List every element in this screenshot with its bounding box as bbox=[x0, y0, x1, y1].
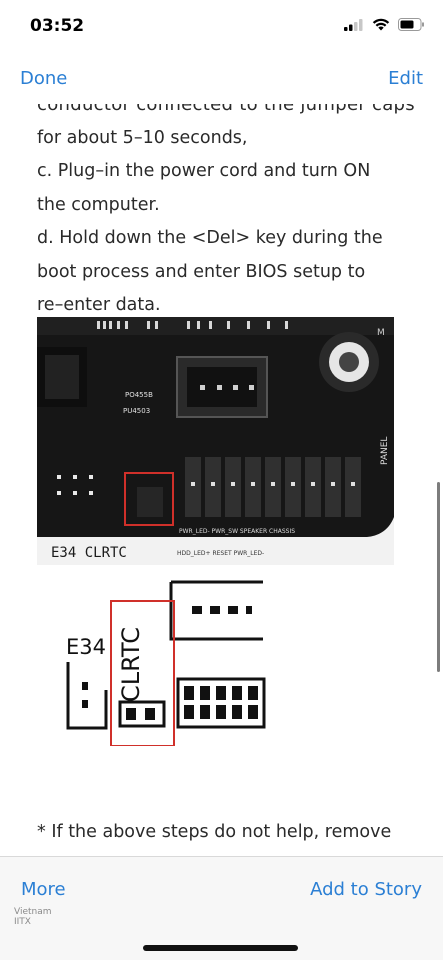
clrtc-diagram-label: CLRTC bbox=[117, 627, 145, 702]
scroll-indicator[interactable] bbox=[437, 482, 440, 672]
step-line: c. Plug–in the power cord and turn ON bbox=[37, 161, 371, 182]
pin-labels: HDD_LED+ RESET PWR_LED- bbox=[177, 550, 264, 557]
step-line: boot process and enter BIOS setup to bbox=[37, 261, 366, 282]
watermark-logo: Vietnam IITX bbox=[14, 907, 52, 927]
watermark-line: IITX bbox=[14, 917, 31, 927]
step-line: d. Hold down the <Del> key during the bbox=[37, 228, 383, 249]
chip-label: PU4503 bbox=[123, 407, 150, 415]
svg-text:M: M bbox=[377, 328, 385, 338]
clrtc-jumper-diagram: E34 CLRTC bbox=[58, 574, 268, 746]
clrtc-board-label: E34 CLRTC bbox=[51, 545, 127, 561]
step-line: the computer. bbox=[37, 194, 160, 215]
status-icons bbox=[344, 18, 425, 31]
more-button[interactable]: More bbox=[21, 879, 66, 900]
footnote-text: * If the above steps do not help, remove bbox=[37, 822, 392, 842]
chip-label: PO455B bbox=[125, 391, 153, 399]
navigation-bar: Done Edit bbox=[0, 56, 443, 104]
step-line: for about 5–10 seconds, bbox=[37, 128, 248, 148]
clipped-text-line: conductor connected to the jumper caps bbox=[37, 104, 415, 115]
done-button[interactable]: Done bbox=[20, 68, 68, 89]
e34-label: E34 bbox=[66, 635, 106, 659]
panel-label: PANEL bbox=[380, 437, 390, 465]
clrtc-highlight-box bbox=[110, 600, 175, 746]
status-time: 03:52 bbox=[30, 16, 85, 36]
status-bar: 03:52 bbox=[0, 0, 443, 56]
motherboard-photo: M PO455B PU4503 E34 CLRTC PWR_LED- PWR_S… bbox=[37, 317, 394, 565]
battery-icon bbox=[398, 18, 424, 31]
watermark-line: Vietnam bbox=[14, 907, 52, 917]
clrtc-highlight-box bbox=[124, 472, 174, 526]
home-indicator[interactable] bbox=[143, 945, 298, 951]
bottom-toolbar: More Add to Story Vietnam IITX bbox=[0, 856, 443, 960]
clrtc-jumper bbox=[118, 700, 166, 728]
edit-button[interactable]: Edit bbox=[388, 68, 423, 89]
instruction-steps: for about 5–10 seconds, c. Plug–in the p… bbox=[37, 122, 417, 322]
cellular-signal-icon bbox=[344, 18, 363, 31]
step-line: re–enter data. bbox=[37, 295, 161, 316]
add-to-story-button[interactable]: Add to Story bbox=[310, 879, 422, 900]
pin-labels: PWR_LED- PWR_SW SPEAKER CHASSIS bbox=[179, 528, 295, 535]
wifi-icon bbox=[372, 18, 390, 31]
document-content[interactable]: conductor connected to the jumper caps f… bbox=[0, 104, 443, 856]
